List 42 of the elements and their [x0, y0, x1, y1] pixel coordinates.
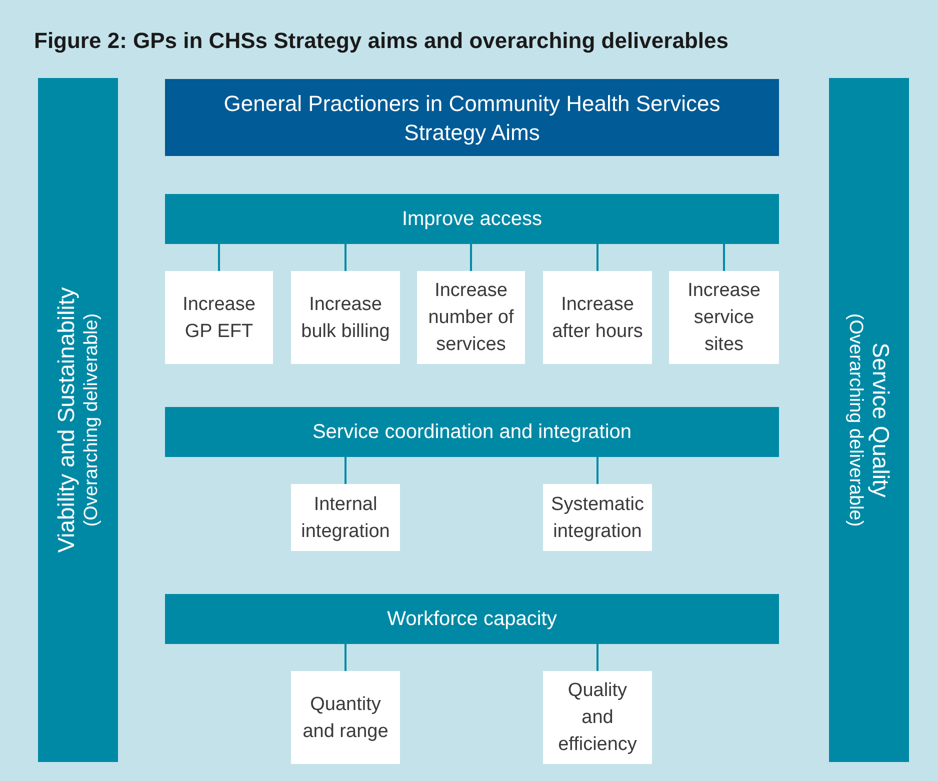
box-label: Service coordination and integration: [312, 420, 632, 444]
box-label: Increase service sites: [686, 279, 762, 357]
connector-line: [218, 244, 220, 271]
item-box: [291, 484, 400, 551]
connector-line: [596, 244, 598, 271]
header-banner: [165, 79, 779, 156]
item-box: [417, 271, 525, 364]
box-label: Increase GP EFT: [182, 292, 256, 344]
side-subheading: (Overarching deliverable): [80, 313, 103, 527]
aim-bar: [165, 194, 779, 244]
connector-line: [596, 457, 598, 484]
connector-line: [344, 644, 346, 671]
item-box: [543, 271, 652, 364]
connector-line: [344, 244, 346, 271]
box-label: General Practioners in Community Health Services Strategy Aims: [222, 90, 722, 146]
item-box: [543, 671, 652, 764]
box-label: Quantity and range: [302, 692, 390, 744]
side-bar: [38, 78, 118, 762]
item-box: [165, 271, 273, 364]
side-bar: [829, 78, 909, 762]
connector-line: [723, 244, 725, 271]
figure-title: Figure 2: GPs in CHSs Strategy aims and overarching deliverables: [34, 28, 728, 54]
connector-line: [470, 244, 472, 271]
aim-bar: [165, 594, 779, 644]
box-label: Quality and efficiency: [557, 679, 638, 757]
box-label: Increase after hours: [551, 292, 644, 344]
aim-bar: [165, 407, 779, 457]
box-label: Improve access: [402, 208, 542, 230]
item-box: [291, 271, 400, 364]
box-label: Increase bulk billing: [300, 292, 391, 344]
box-label: Workforce capacity: [387, 608, 557, 630]
box-label: Increase number of services: [427, 279, 515, 357]
connector-line: [596, 644, 598, 671]
box-label: Internal integration: [300, 492, 391, 544]
side-heading: Service Quality: [867, 342, 895, 498]
side-heading: Viability and Sustainability: [52, 287, 80, 553]
item-box: [543, 484, 652, 551]
item-box: [669, 271, 779, 364]
item-box: [291, 671, 400, 764]
box-label: Systematic integration: [551, 492, 644, 544]
side-subheading: (Overarching deliverable): [844, 313, 867, 527]
connector-line: [344, 457, 346, 484]
